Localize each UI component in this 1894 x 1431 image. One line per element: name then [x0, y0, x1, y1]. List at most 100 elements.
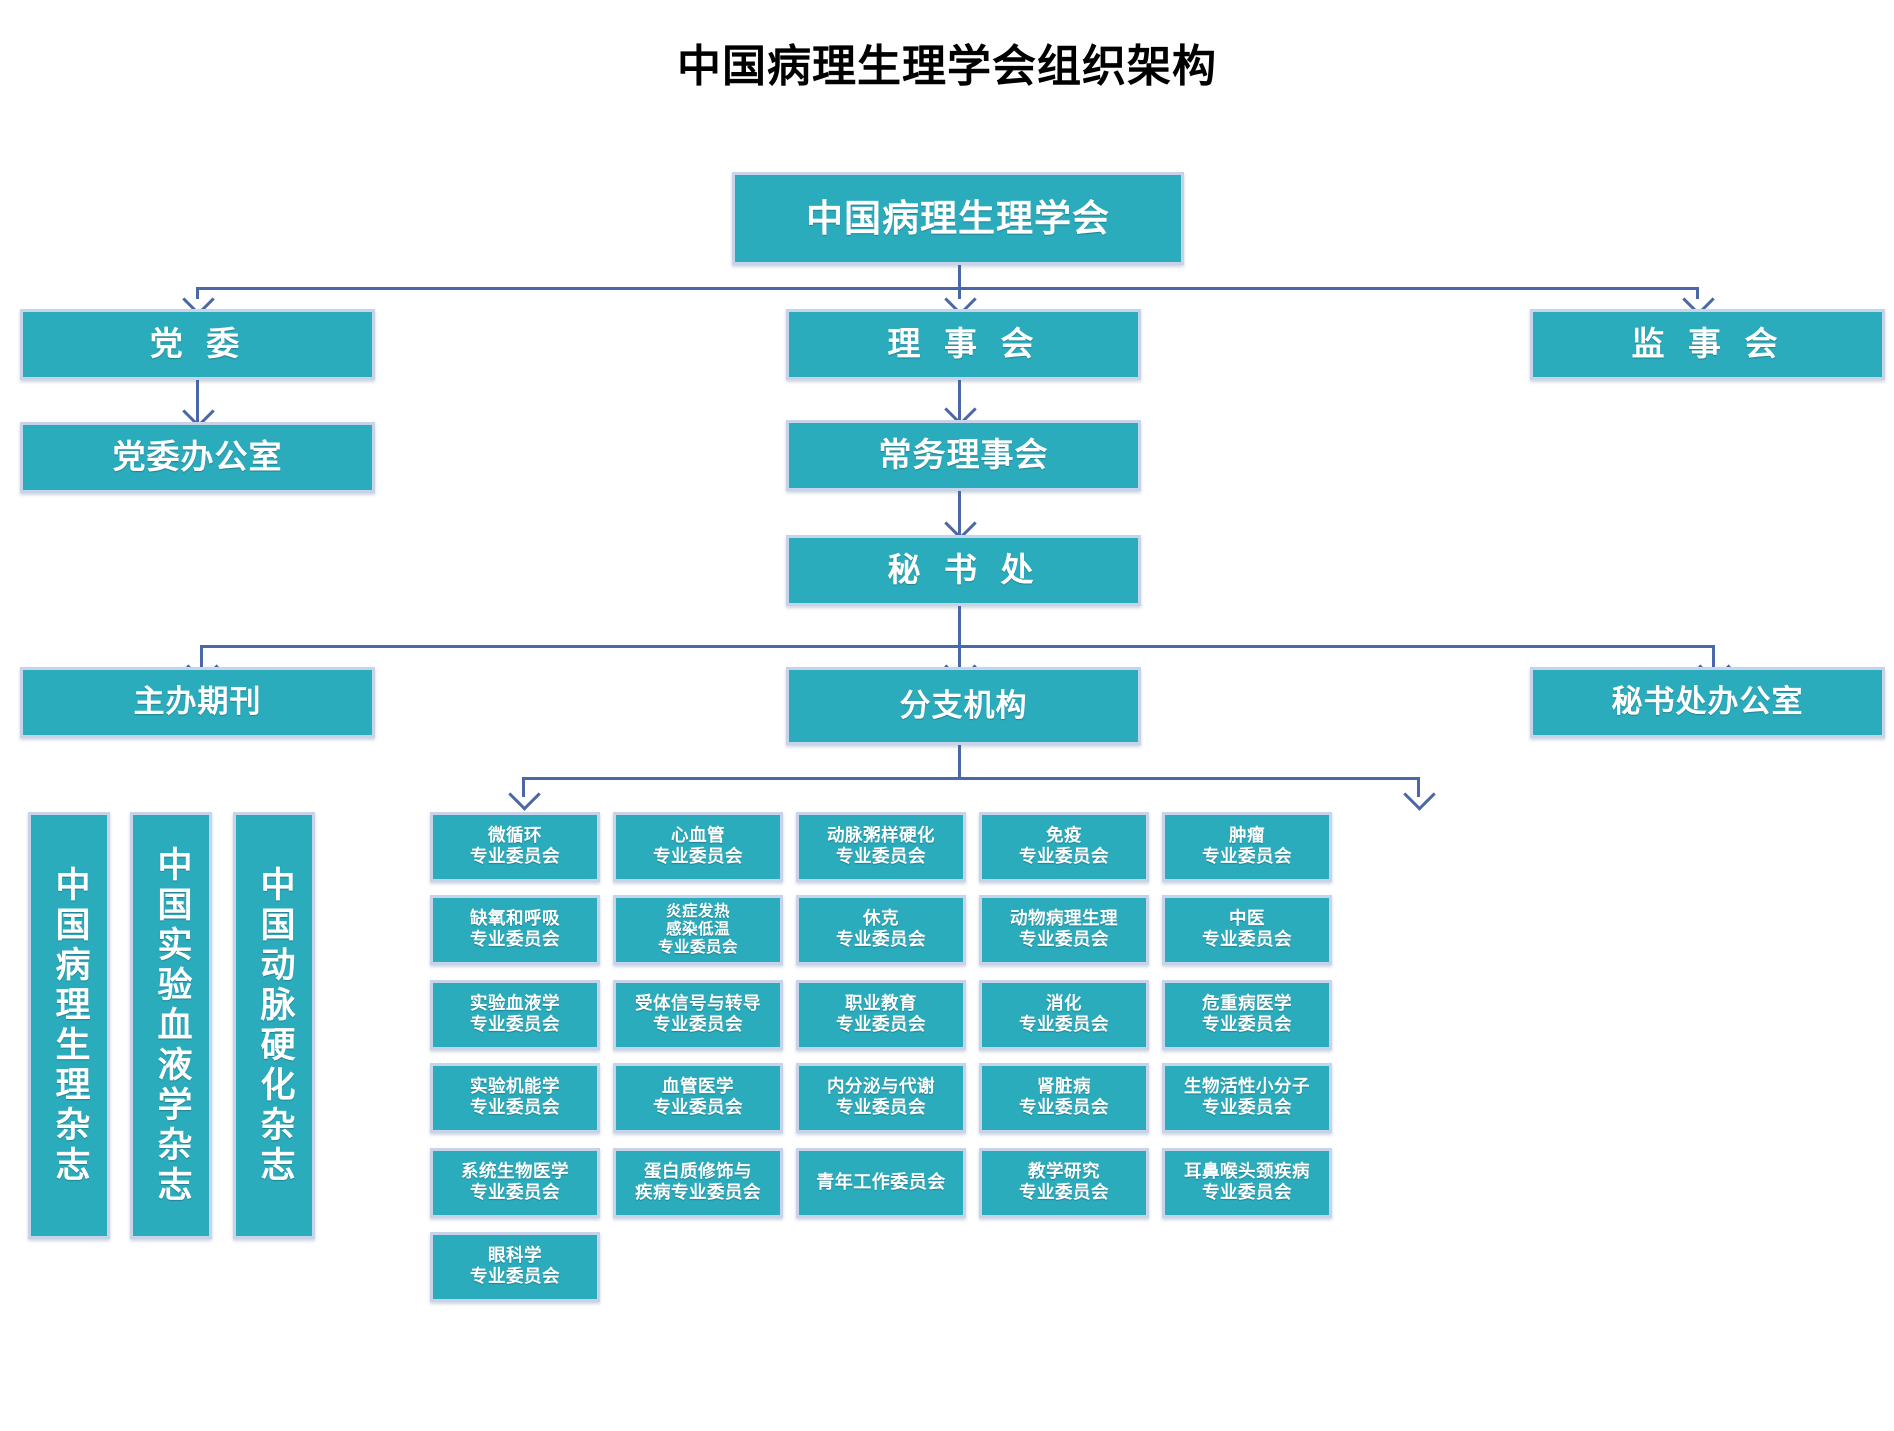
node-council[interactable]: 理 事 会 [786, 309, 1141, 380]
committee-box-5-3[interactable]: 危重病医学专业委员会 [1162, 980, 1332, 1050]
committee-line-2: 专业委员会 [1019, 1098, 1109, 1118]
node-branches[interactable]: 分支机构 [786, 667, 1141, 745]
arrow-to-committee-col5 [1403, 778, 1436, 811]
committee-box-1-4[interactable]: 实验机能学专业委员会 [430, 1063, 600, 1133]
connector-party-to-office [196, 380, 199, 422]
node-secretariat[interactable]: 秘 书 处 [786, 535, 1141, 606]
committee-line-1: 血管医学 [662, 1077, 734, 1098]
node-party-committee[interactable]: 党 委 [20, 309, 375, 380]
committee-box-5-2[interactable]: 中医专业委员会 [1162, 895, 1332, 965]
connector-committee-bus [522, 777, 1417, 780]
connector-row4-bus [200, 645, 1712, 648]
committee-box-1-2[interactable]: 缺氧和呼吸专业委员会 [430, 895, 600, 965]
committee-box-1-5[interactable]: 系统生物医学专业委员会 [430, 1148, 600, 1218]
node-journals-label: 主办期刊 [133, 684, 262, 721]
committee-line-3: 专业委员会 [657, 937, 738, 956]
connector-row4-drop-branches [958, 645, 961, 667]
committee-line-1: 内分泌与代谢 [827, 1077, 935, 1098]
committee-line-1: 系统生物医学 [461, 1162, 569, 1183]
committee-line-1: 消化 [1046, 994, 1082, 1015]
committee-box-5-1[interactable]: 肿瘤专业委员会 [1162, 812, 1332, 882]
committee-box-label: 青年工作委员会 [799, 1172, 963, 1193]
committee-box-2-2[interactable]: 炎症发热感染低温专业委员会 [613, 895, 783, 965]
committee-box-3-2[interactable]: 休克专业委员会 [796, 895, 966, 965]
node-secretariat-office[interactable]: 秘书处办公室 [1530, 667, 1885, 738]
committee-box-label: 教学研究专业委员会 [982, 1162, 1146, 1203]
committee-box-label: 实验血液学专业委员会 [433, 994, 597, 1035]
committee-box-4-5[interactable]: 教学研究专业委员会 [979, 1148, 1149, 1218]
committee-box-3-3[interactable]: 职业教育专业委员会 [796, 980, 966, 1050]
committee-line-2: 专业委员会 [1202, 847, 1292, 867]
node-party-committee-office[interactable]: 党委办公室 [20, 422, 375, 493]
committee-box-1-6[interactable]: 眼科学专业委员会 [430, 1232, 600, 1302]
committee-box-1-3[interactable]: 实验血液学专业委员会 [430, 980, 600, 1050]
committee-line-1: 实验机能学 [470, 1077, 560, 1098]
committee-box-label: 蛋白质修饰与疾病专业委员会 [616, 1162, 780, 1203]
committee-box-2-1[interactable]: 心血管专业委员会 [613, 812, 783, 882]
connector-committee-drop-right [1417, 777, 1420, 797]
committee-box-label: 内分泌与代谢专业委员会 [799, 1077, 963, 1118]
node-council-label: 理 事 会 [887, 324, 1040, 364]
node-board-of-supervisors-label: 监 事 会 [1631, 324, 1784, 364]
committee-line-2: 专业委员会 [1019, 1015, 1109, 1035]
connector-row1-drop-party [196, 287, 199, 299]
committee-line-2: 专业委员会 [1202, 1098, 1292, 1118]
committee-line-1: 肾脏病 [1037, 1077, 1091, 1098]
connector-branches-stem [958, 745, 961, 777]
committee-line-2: 专业委员会 [653, 1015, 743, 1035]
connector-row4-drop-journals [200, 645, 203, 667]
committee-line-1: 动物病理生理 [1010, 909, 1118, 930]
arrow-to-committee-col1 [508, 778, 541, 811]
committee-line-2: 专业委员会 [1019, 1183, 1109, 1203]
committee-box-1-1[interactable]: 微循环专业委员会 [430, 812, 600, 882]
committee-box-3-5[interactable]: 青年工作委员会 [796, 1148, 966, 1218]
journal-box-2-label: 中国实验血液学杂志 [151, 845, 192, 1206]
committee-box-label: 炎症发热感染低温专业委员会 [616, 902, 780, 956]
committee-line-1: 休克 [863, 909, 899, 930]
connector-row1-drop-supervisors [1696, 287, 1699, 299]
connector-row4-drop-secretariat-office [1712, 645, 1715, 667]
committee-line-1: 缺氧和呼吸 [470, 909, 560, 930]
committee-line-1: 微循环 [488, 826, 542, 847]
committee-box-4-3[interactable]: 消化专业委员会 [979, 980, 1149, 1050]
committee-box-label: 休克专业委员会 [799, 909, 963, 950]
committee-box-label: 职业教育专业委员会 [799, 994, 963, 1035]
journal-box-1[interactable]: 中国病理生理杂志 [28, 812, 110, 1239]
node-standing-council[interactable]: 常务理事会 [786, 420, 1141, 491]
committee-box-4-1[interactable]: 免疫专业委员会 [979, 812, 1149, 882]
node-root-society[interactable]: 中国病理生理学会 [732, 172, 1184, 265]
committee-box-2-3[interactable]: 受体信号与转导专业委员会 [613, 980, 783, 1050]
committee-box-label: 肿瘤专业委员会 [1165, 826, 1329, 867]
journal-box-2[interactable]: 中国实验血液学杂志 [130, 812, 212, 1239]
committee-box-2-4[interactable]: 血管医学专业委员会 [613, 1063, 783, 1133]
node-board-of-supervisors[interactable]: 监 事 会 [1530, 309, 1885, 380]
committee-box-label: 生物活性小分子专业委员会 [1165, 1077, 1329, 1118]
committee-box-3-1[interactable]: 动脉粥样硬化专业委员会 [796, 812, 966, 882]
committee-box-5-5[interactable]: 耳鼻喉头颈疾病专业委员会 [1162, 1148, 1332, 1218]
node-journals[interactable]: 主办期刊 [20, 667, 375, 738]
committee-line-2: 专业委员会 [1202, 930, 1292, 950]
committee-line-1: 动脉粥样硬化 [827, 826, 935, 847]
committee-line-2: 专业委员会 [1019, 930, 1109, 950]
committee-line-1: 耳鼻喉头颈疾病 [1184, 1162, 1310, 1183]
node-party-committee-office-label: 党委办公室 [112, 437, 283, 477]
committee-box-label: 动脉粥样硬化专业委员会 [799, 826, 963, 867]
committee-line-1: 心血管 [671, 826, 725, 847]
committee-line-2: 专业委员会 [470, 1183, 560, 1203]
committee-line-1: 生物活性小分子 [1184, 1077, 1310, 1098]
committee-line-2: 专业委员会 [836, 1015, 926, 1035]
committee-box-4-2[interactable]: 动物病理生理专业委员会 [979, 895, 1149, 965]
committee-box-4-4[interactable]: 肾脏病专业委员会 [979, 1063, 1149, 1133]
connector-standing-to-secretariat [958, 490, 961, 535]
committee-box-label: 消化专业委员会 [982, 994, 1146, 1035]
committee-line-2: 专业委员会 [1202, 1015, 1292, 1035]
committee-box-label: 血管医学专业委员会 [616, 1077, 780, 1118]
committee-box-2-5[interactable]: 蛋白质修饰与疾病专业委员会 [613, 1148, 783, 1218]
committee-box-3-4[interactable]: 内分泌与代谢专业委员会 [796, 1063, 966, 1133]
journal-box-3[interactable]: 中国动脉硬化杂志 [233, 812, 315, 1239]
node-party-committee-label: 党 委 [149, 324, 246, 364]
node-secretariat-office-label: 秘书处办公室 [1611, 684, 1804, 721]
committee-box-5-4[interactable]: 生物活性小分子专业委员会 [1162, 1063, 1332, 1133]
committee-line-1: 危重病医学 [1202, 994, 1292, 1015]
committee-line-1: 蛋白质修饰与 [644, 1162, 752, 1183]
